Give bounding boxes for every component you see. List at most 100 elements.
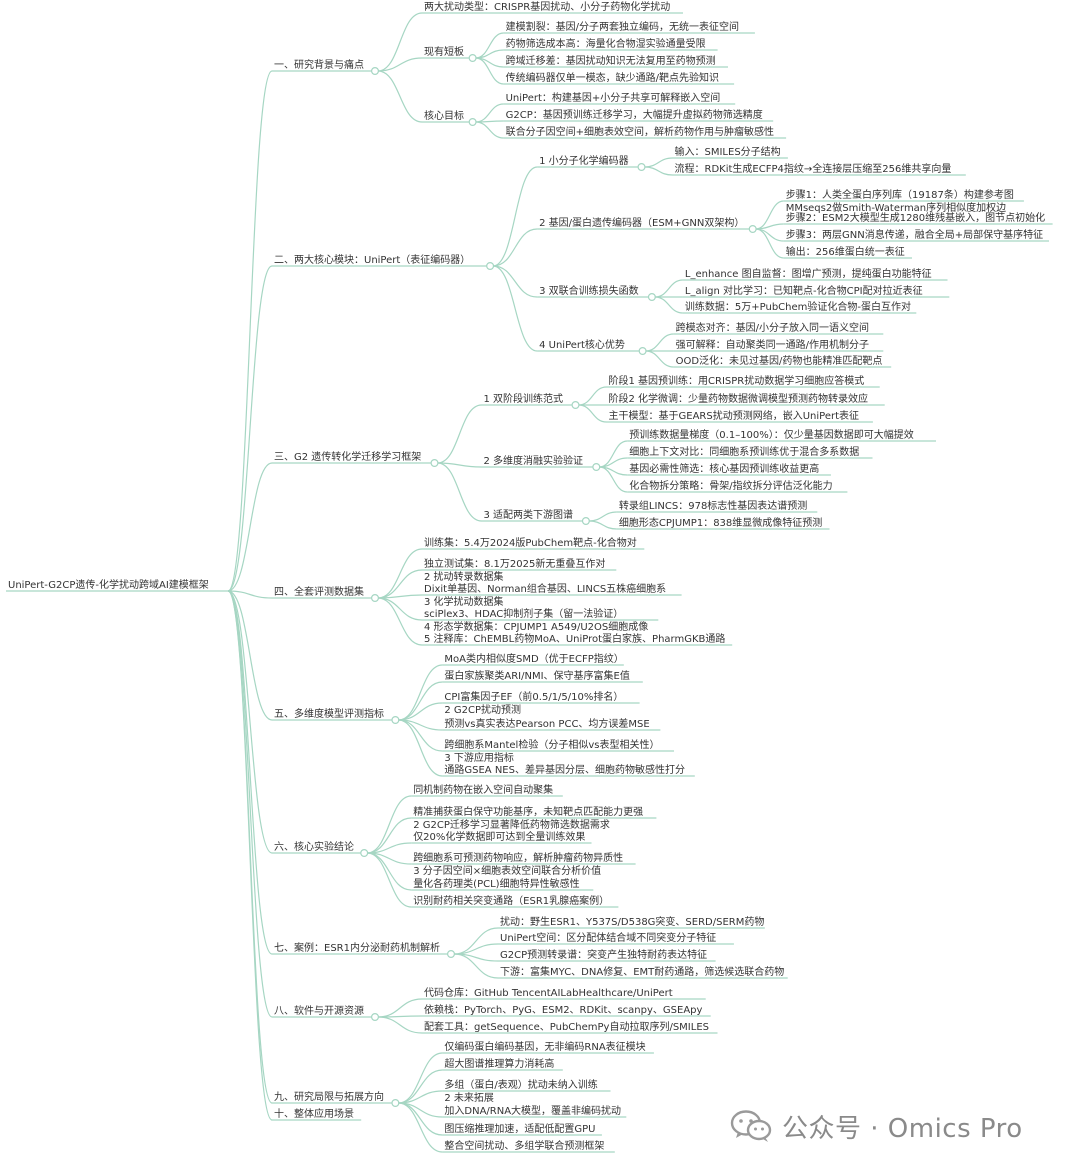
connector-line	[578, 386, 607, 406]
leaf-label: 训练集：5.4万2024版PubChem靶点-化合物对	[424, 536, 637, 549]
sub-branch-label: 1 双阶段训练范式	[484, 392, 564, 405]
connector-line	[588, 511, 617, 522]
branch-3-label: 三、G2 遗传转化学迁移学习框架	[274, 450, 421, 463]
branch-7-label: 七、案例：ESR1内分泌耐药机制解析	[274, 941, 440, 954]
leaf-label: 细胞形态CPJUMP1：838维显微成像特征预测	[619, 516, 822, 529]
connector-line	[492, 265, 538, 352]
connector-line	[398, 702, 443, 721]
leaf-label: 图压缩推理加速，适配低配置GPU	[444, 1122, 595, 1135]
branch-knob	[371, 593, 380, 602]
leaf-label: 多组（蛋白/表观）扰动未纳入训练	[444, 1078, 597, 1091]
connector-line	[227, 590, 273, 599]
connector-line	[227, 265, 273, 592]
leaf-label: UniPert空间：区分配体结合域不同突变分子特征	[500, 931, 716, 944]
connector-line	[398, 1102, 443, 1153]
leaf-label: 步骤1：人类全蛋白序列库（19187条）构建参考图	[786, 188, 1014, 201]
connector-line	[227, 590, 273, 955]
leaf-label: 化合物拆分策略：骨架/指纹拆分评估泛化能力	[629, 479, 832, 492]
branch-knob	[430, 459, 439, 468]
leaf-label: 识别耐药相关突变通路（ESR1乳腺癌案例）	[413, 894, 609, 907]
leaf-label: 传统编码器仅单一模态，缺少通路/靶点先验知识	[506, 71, 719, 84]
leaf-label: 精准捕获蛋白保守功能基序，未知靶点匹配能力更强	[413, 805, 643, 818]
watermark-text: 公众号 · Omics Pro	[782, 1113, 1023, 1144]
connector-line	[437, 462, 482, 468]
leaf-label: 蛋白家族聚类ARI/NMI、保守基序富集E值	[444, 669, 629, 682]
branch-knob	[391, 1098, 400, 1107]
leaf-label: 依赖栈：PyTorch、PyG、ESM2、RDKit、scanpy、GSEApy	[424, 1003, 703, 1016]
connector-line	[367, 795, 412, 854]
leaf-label: UniPert：构建基因+小分子共享可解释嵌入空间	[506, 91, 721, 104]
leaf-label: sciPlex3、HDAC抑制剂子集（留一法验证）	[424, 607, 623, 620]
connector-line	[453, 927, 499, 955]
leaf-label-continued: 3 下游应用指标	[444, 751, 514, 764]
leaf-label: G2CP：基因预训练迁移学习，大幅提升虚拟药物筛选精度	[506, 108, 763, 121]
leaf-label: OOD泛化：未见过基因/药物也能精准匹配靶点	[676, 354, 883, 367]
leaf-label: L_enhance 图自监督：图增广预测，提纯蛋白功能特征	[685, 267, 932, 280]
branch-6-label: 六、核心实验结论	[274, 840, 354, 853]
leaf-label-continued: 3 分子因空间×细胞表效空间联合分析价值	[413, 864, 601, 877]
connector-line	[644, 166, 673, 176]
connector-line	[645, 333, 674, 352]
connector-line	[398, 1069, 443, 1104]
connector-line	[578, 404, 607, 423]
leaf-label-continued: 2 扰动转录数据集	[424, 570, 504, 583]
leaf-label-continued: 3 化学扰动数据集	[424, 595, 504, 608]
leaf-label: L_align 对比学习：已知靶点-化合物CPI配对拉近表征	[685, 284, 923, 297]
branch-knob	[581, 516, 590, 525]
leaf-label: 量化各药理类(PCL)细胞特异性敏感性	[413, 877, 579, 890]
leaf-label: 仅20%化学数据即可达到全量训练效果	[413, 830, 585, 843]
branch-knob	[391, 715, 400, 724]
leaf-label: 跨模态对齐：基因/小分子放入同一语义空间	[676, 321, 869, 334]
leaf-label: Dixit单基因、Norman组合基因、LINCS五株癌细胞系	[424, 582, 666, 595]
leaf-label: 跨细胞系Mantel检验（分子相似vs表型相关性）	[444, 738, 659, 751]
connector-line	[377, 57, 423, 72]
leaf-label: 跨细胞系可预测药物响应，解析肿瘤药物异质性	[413, 851, 623, 864]
leaf-label: 阶段1 基因预训练：用CRISPR扰动数据学习细胞应答模式	[609, 374, 865, 387]
connector-line	[493, 228, 538, 267]
branch-knob	[371, 66, 380, 75]
branch-knob	[748, 225, 757, 234]
leaf-label: CPI富集因子EF（前0.5/1/5/10%排名）	[444, 690, 623, 703]
connector-line	[227, 590, 273, 854]
connector-line	[599, 466, 628, 493]
connector-line	[227, 70, 273, 592]
connector-line	[654, 296, 683, 314]
connector-line	[377, 12, 423, 72]
sub-branch-label: 1 小分子化学编码器	[539, 154, 629, 167]
leaf-label: 输出：256维蛋白统一表征	[786, 245, 905, 258]
leaf-label: 5 注释库：ChEMBL药物MoA、UniProt蛋白家族、PharmGKB通路	[424, 632, 725, 645]
connector-line	[453, 953, 499, 979]
leaf-label: MoA类内相似度SMD（优于ECFP指纹）	[444, 652, 623, 665]
connector-line	[377, 998, 423, 1018]
leaf-label: 药物筛选成本高：海量化合物湿实验通量受限	[506, 37, 706, 50]
branch-5-label: 五、多维度模型评测指标	[274, 707, 384, 720]
connector-line	[377, 597, 423, 621]
leaf-label: 阶段2 化学微调：少量药物数据微调模型预测药物转录效应	[609, 392, 869, 405]
branch-knob	[486, 262, 495, 271]
connector-line	[493, 265, 538, 298]
leaf-label-continued: 2 未来拓展	[444, 1092, 494, 1104]
sub-branch-label: 2 多维度消融实验验证	[484, 454, 584, 467]
branch-knob	[638, 347, 647, 356]
connector-line	[755, 223, 784, 230]
branch-knob	[592, 463, 601, 472]
branch-knob	[637, 163, 646, 172]
connector-line	[755, 228, 784, 242]
connector-line	[755, 228, 784, 259]
leaf-label: 两大扰动类型：CRISPR基因扰动、小分子药物化学扰动	[424, 0, 670, 13]
branch-knob	[647, 293, 656, 302]
connector-line	[377, 1016, 423, 1034]
sub-branch-label: 3 双联合训练损失函数	[539, 284, 639, 297]
connector-line	[398, 681, 443, 721]
branch-knob	[468, 117, 477, 126]
leaf-label: 预测vs真实表达Pearson PCC、均方误差MSE	[444, 717, 649, 730]
leaf-label: 主干模型：基于GEARS扰动预测网络，嵌入UniPert表征	[609, 409, 860, 422]
sub-branch-label: 4 UniPert核心优势	[539, 338, 625, 351]
leaf-label: 通路GSEA NES、差异基因分层、细胞药物敏感性打分	[444, 763, 685, 776]
connector-line	[654, 279, 683, 298]
connector-line	[377, 548, 423, 599]
branch-knob	[447, 949, 456, 958]
leaf-label: 步骤2：ESM2大模型生成1280维残基嵌入，图节点初始化	[786, 211, 1045, 224]
leaf-label: 配套工具：getSequence、PubChemPy自动拉取序列/SMILES	[424, 1020, 709, 1033]
